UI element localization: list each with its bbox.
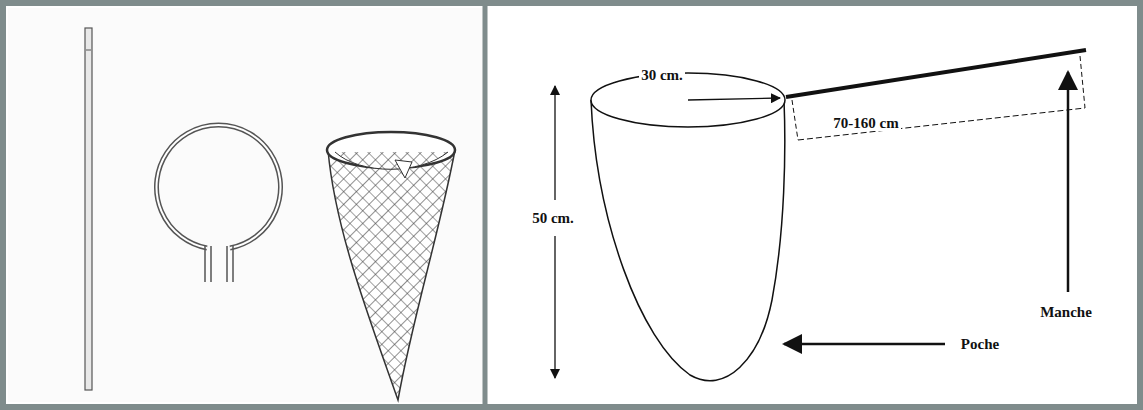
dimension-label: 30 cm. xyxy=(639,67,685,84)
ring-prongs xyxy=(205,246,233,282)
manche-arrow xyxy=(1067,72,1070,292)
panel-divider xyxy=(483,6,488,404)
height-arrow xyxy=(554,86,555,200)
net-handle xyxy=(786,50,1086,97)
length-dimension xyxy=(798,108,1085,140)
dimension-label: 50 cm. xyxy=(530,210,576,227)
net-rim xyxy=(591,73,785,127)
frame xyxy=(3,3,1140,407)
diameter-arrow xyxy=(688,98,780,100)
dimension-label: Manche xyxy=(1038,304,1094,321)
net-pocket xyxy=(591,100,785,381)
poche-arrow xyxy=(784,343,945,346)
mesh-bag xyxy=(328,150,455,400)
handle-rod xyxy=(85,28,92,390)
left-panel xyxy=(8,8,483,402)
dimension-label: Poche xyxy=(959,336,1001,353)
dimension-label: 70-160 cm xyxy=(831,115,900,132)
ring-frame xyxy=(156,125,280,248)
